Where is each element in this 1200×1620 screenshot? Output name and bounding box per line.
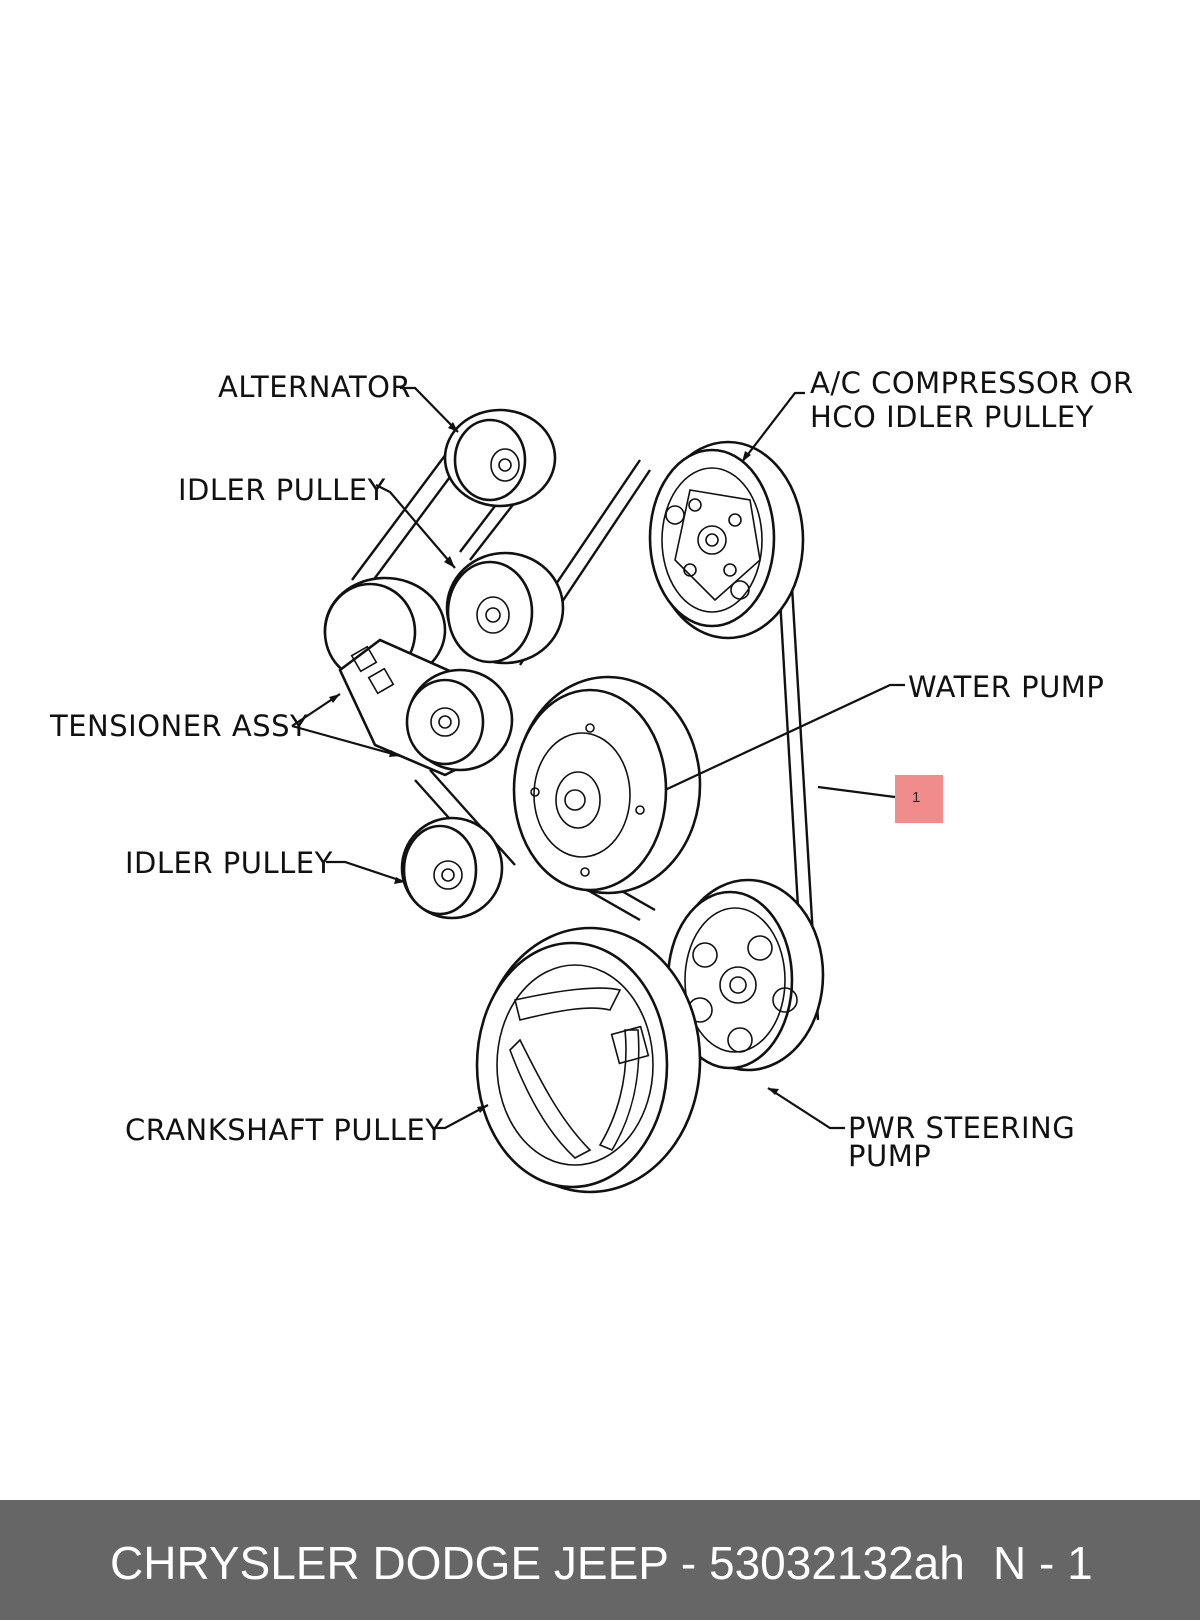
power-steering-pulley <box>666 878 825 1072</box>
label-tensioner-assy: TENSIONER ASSY <box>49 709 308 743</box>
label-idler-pulley-bottom: IDLER PULLEY <box>125 846 333 880</box>
label-alternator: ALTERNATOR <box>218 370 411 404</box>
label-water-pump: WATER PUMP <box>908 670 1104 704</box>
label-ac-compressor-line1: A/C COMPRESSOR OR <box>810 366 1134 400</box>
part-number-text: CHRYSLER DODGE JEEP - 53032132ah <box>110 1537 965 1589</box>
leader-lines <box>291 386 905 1130</box>
footer-bar: CHRYSLER DODGE JEEP - 53032132ah N - 1 <box>0 1500 1200 1620</box>
crankshaft-pulley <box>475 926 702 1194</box>
belt-routing-diagram: ALTERNATOR IDLER PULLEY A/C COMPRESSOR O… <box>49 366 1134 1194</box>
tensioner-assembly <box>323 576 514 777</box>
callout-badge-number: 1 <box>912 789 920 806</box>
callout-badge-1[interactable]: 1 <box>895 775 943 823</box>
label-ac-compressor-line2: HCO IDLER PULLEY <box>810 400 1094 434</box>
callout-badge-box[interactable] <box>895 775 943 823</box>
ac-compressor-pulley <box>648 440 805 640</box>
idler-pulley-top <box>445 551 565 665</box>
water-pump-pulley <box>512 675 702 895</box>
label-pwr-steering-line1: PWR STEERING <box>848 1111 1075 1145</box>
label-idler-pulley-top: IDLER PULLEY <box>178 473 386 507</box>
label-crankshaft-pulley: CRANKSHAFT PULLEY <box>125 1113 444 1147</box>
position-text: N - 1 <box>993 1537 1093 1589</box>
alternator-pulley <box>443 408 557 508</box>
idler-pulley-bottom <box>400 816 504 920</box>
label-pwr-steering-line2: PUMP <box>848 1139 931 1173</box>
